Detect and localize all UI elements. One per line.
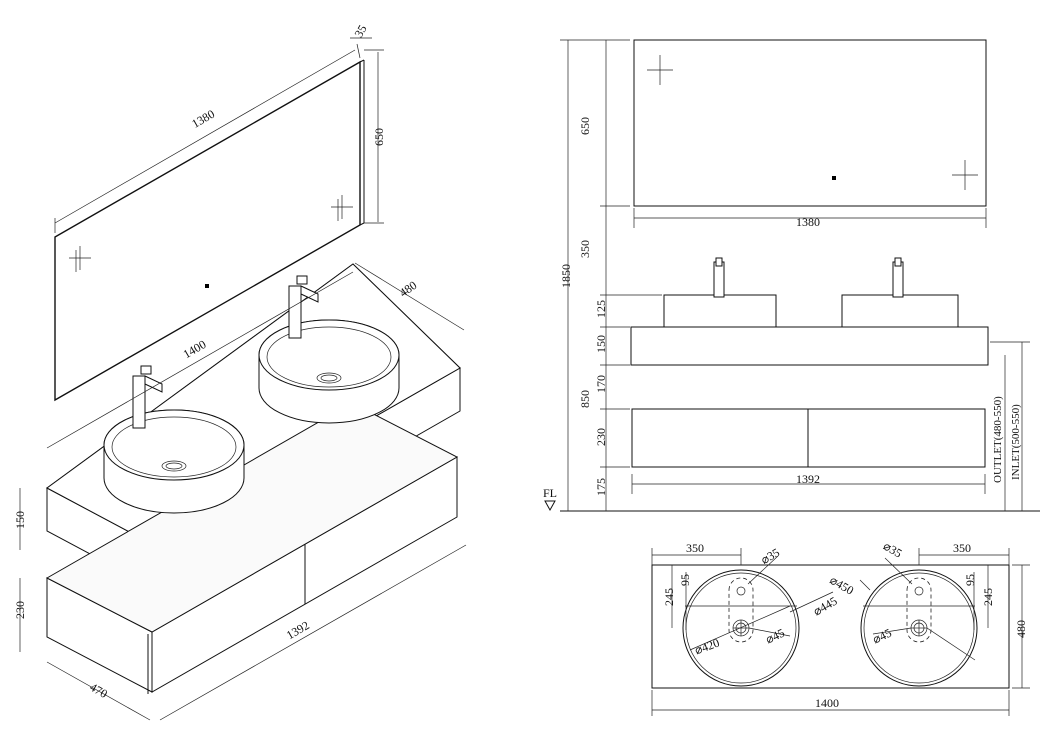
front-dim-cabinet-width: 1392 bbox=[796, 472, 820, 486]
front-mirror bbox=[633, 39, 987, 207]
dim-mirror-depth: 35 bbox=[351, 22, 369, 39]
dim-cabinet-depth: 470 bbox=[87, 680, 110, 701]
dim-counter-depth: 480 bbox=[397, 278, 420, 300]
top-dim-245-right: 245 bbox=[981, 588, 995, 606]
front-dim-gap-350: 350 bbox=[578, 240, 592, 258]
front-dim-mirror-height: 650 bbox=[578, 117, 592, 135]
iso-mirror bbox=[54, 59, 365, 402]
top-dim-right-350: 350 bbox=[953, 541, 971, 555]
top-dim-depth: 480 bbox=[1014, 620, 1028, 638]
top-view: 350 350 ⌀35 ⌀35 95 245 95 245 ⌀450 ⌀445 … bbox=[651, 539, 1030, 716]
top-dim-width: 1400 bbox=[815, 696, 839, 710]
floor-label: FL bbox=[543, 486, 557, 500]
dim-counter-height: 150 bbox=[13, 511, 27, 529]
top-dim-245-left: 245 bbox=[662, 588, 676, 606]
inlet-label: INLET(500-550) bbox=[1010, 404, 1022, 480]
front-dim-floor-clearance: 175 bbox=[594, 478, 608, 496]
iso-basin-right bbox=[258, 319, 400, 424]
front-counter bbox=[630, 326, 989, 366]
top-dim-hole-right: ⌀35 bbox=[881, 539, 905, 561]
front-dim-total-height: 1850 bbox=[559, 264, 573, 288]
sparkle-icon bbox=[952, 160, 978, 190]
top-counter bbox=[651, 564, 1010, 689]
front-elevation: 1380 1392 FL bbox=[543, 39, 1040, 512]
dim-mirror-width: 1380 bbox=[189, 107, 217, 131]
iso-faucet-right bbox=[288, 275, 319, 339]
dim-cabinet-height: 230 bbox=[13, 601, 27, 619]
front-basin-left bbox=[663, 294, 777, 328]
isometric-view: 1380 35 650 bbox=[13, 22, 467, 721]
front-dim-counter-height: 150 bbox=[594, 335, 608, 353]
sparkle-icon bbox=[69, 246, 91, 272]
front-dim-gap-170: 170 bbox=[594, 375, 608, 393]
front-dim-cabinet-height: 230 bbox=[594, 428, 608, 446]
front-dim-counter-top: 850 bbox=[578, 390, 592, 408]
iso-faucet-left bbox=[132, 365, 163, 429]
front-dim-basin-height: 125 bbox=[594, 300, 608, 318]
front-basin-right bbox=[841, 294, 959, 328]
outlet-label: OUTLET(480-550) bbox=[992, 396, 1004, 483]
sparkle-icon bbox=[647, 55, 673, 85]
iso-cabinet bbox=[45, 402, 459, 694]
front-dim-mirror-width: 1380 bbox=[796, 215, 820, 229]
top-dim-95-left: 95 bbox=[678, 574, 692, 586]
sparkle-icon bbox=[331, 195, 353, 221]
floor-marker-icon bbox=[544, 500, 556, 512]
iso-basin-left bbox=[103, 409, 245, 514]
top-basin-left-outer bbox=[682, 569, 800, 687]
top-dim-left-350: 350 bbox=[686, 541, 704, 555]
dim-mirror-height: 650 bbox=[372, 128, 386, 146]
dim-cabinet-width: 1392 bbox=[284, 618, 312, 642]
top-basin-right-outer bbox=[860, 569, 978, 687]
top-dim-95-right: 95 bbox=[963, 574, 977, 586]
